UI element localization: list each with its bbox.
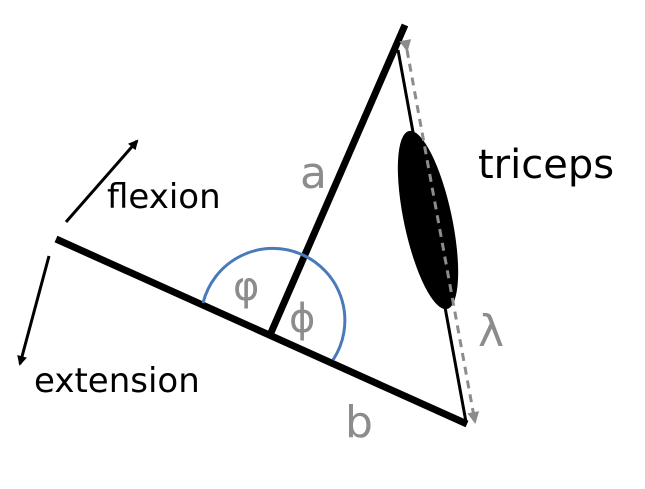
lambda-arrow (399, 39, 480, 424)
triceps-muscle (397, 130, 459, 310)
label-phi-left: φ (233, 264, 259, 310)
label-phi-right: ϕ (289, 296, 315, 342)
label-extension: extension (34, 361, 200, 401)
label-triceps: triceps (478, 142, 614, 188)
angle-arc (201, 246, 347, 361)
label-b: b (345, 397, 373, 448)
flexion-arrow (64, 139, 139, 223)
segment-b (54, 235, 469, 428)
extension-arrow (17, 255, 51, 366)
label-flexion: flexion (107, 177, 221, 217)
label-a: a (300, 148, 327, 199)
segment-a (266, 23, 409, 337)
label-lambda: λ (478, 306, 504, 357)
